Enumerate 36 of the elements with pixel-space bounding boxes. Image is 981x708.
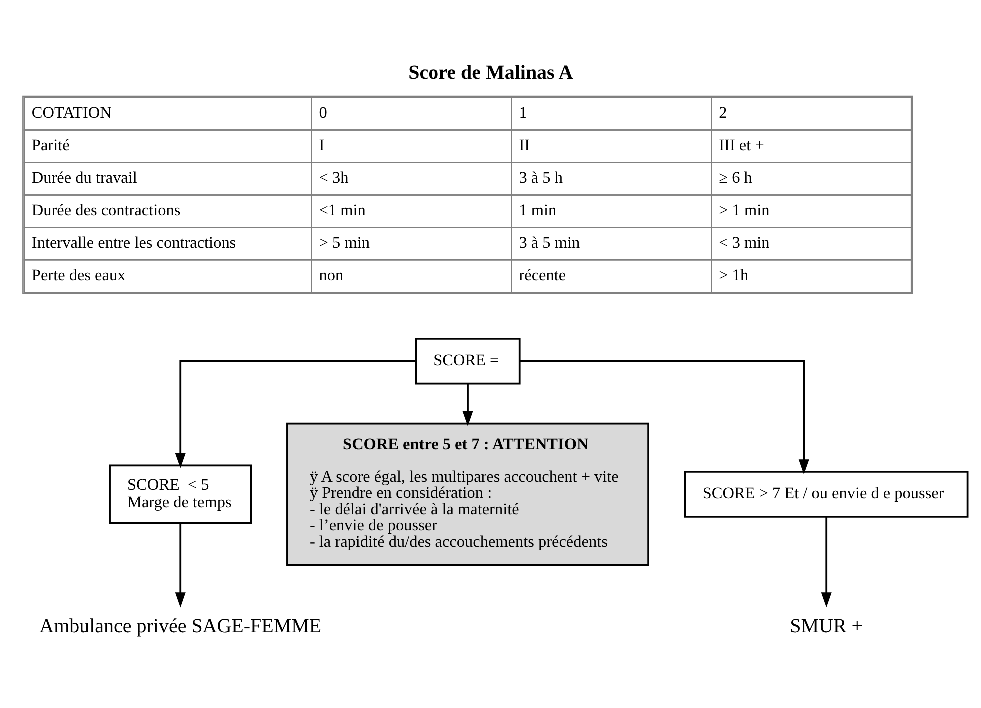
label: Durée du travail [32, 168, 138, 187]
node-text: Ambulance privée SAGE-FEMME [40, 614, 322, 637]
node-box: SCORE entre 5 et 7 : ATTENTION ÿ A score égal, les multipares accouchent + vite ÿ Prendre en considération : - le délai d'arrivée à la maternité - l’envie de pousser - la rapidité du/des accouchements précédents [286, 422, 650, 566]
node-box: SCORE < 5 Marge de temps [109, 464, 252, 524]
label: < 3 min [719, 234, 770, 252]
label: II [519, 136, 530, 154]
label: non [319, 266, 344, 284]
label: 1 [519, 104, 528, 122]
arrow [175, 360, 416, 468]
label: récente [519, 266, 566, 284]
label: > 1h [719, 266, 749, 284]
label: Parité [32, 136, 70, 154]
node-box: SCORE = [415, 337, 521, 384]
label: Durée des contractions [32, 201, 181, 220]
label: 2 [719, 104, 728, 122]
node-text: SMUR + [790, 614, 864, 637]
arrow [462, 383, 474, 426]
label: 0 [319, 104, 328, 122]
arrow [821, 516, 832, 608]
diagram-title: Score de Malinas A [408, 61, 574, 84]
label: <1 min [319, 201, 366, 220]
label: III et + [719, 136, 764, 154]
label: 3 à 5 min [519, 234, 580, 252]
node-box: SCORE > 7 Et / ou envie d e pousser [684, 470, 969, 518]
label: Perte des eaux [32, 266, 126, 284]
label: > 1 min [719, 201, 770, 220]
label: 1 min [519, 201, 557, 220]
label: I [319, 136, 325, 154]
arrow [520, 360, 810, 474]
label: < 3h [319, 168, 349, 187]
label: Intervalle entre les contractions [32, 234, 236, 252]
label: > 5 min [319, 234, 370, 252]
label: ≥ 6 h [719, 168, 752, 187]
arrow [175, 522, 186, 608]
label: 3 à 5 h [519, 168, 563, 187]
label: COTATION [32, 104, 112, 122]
